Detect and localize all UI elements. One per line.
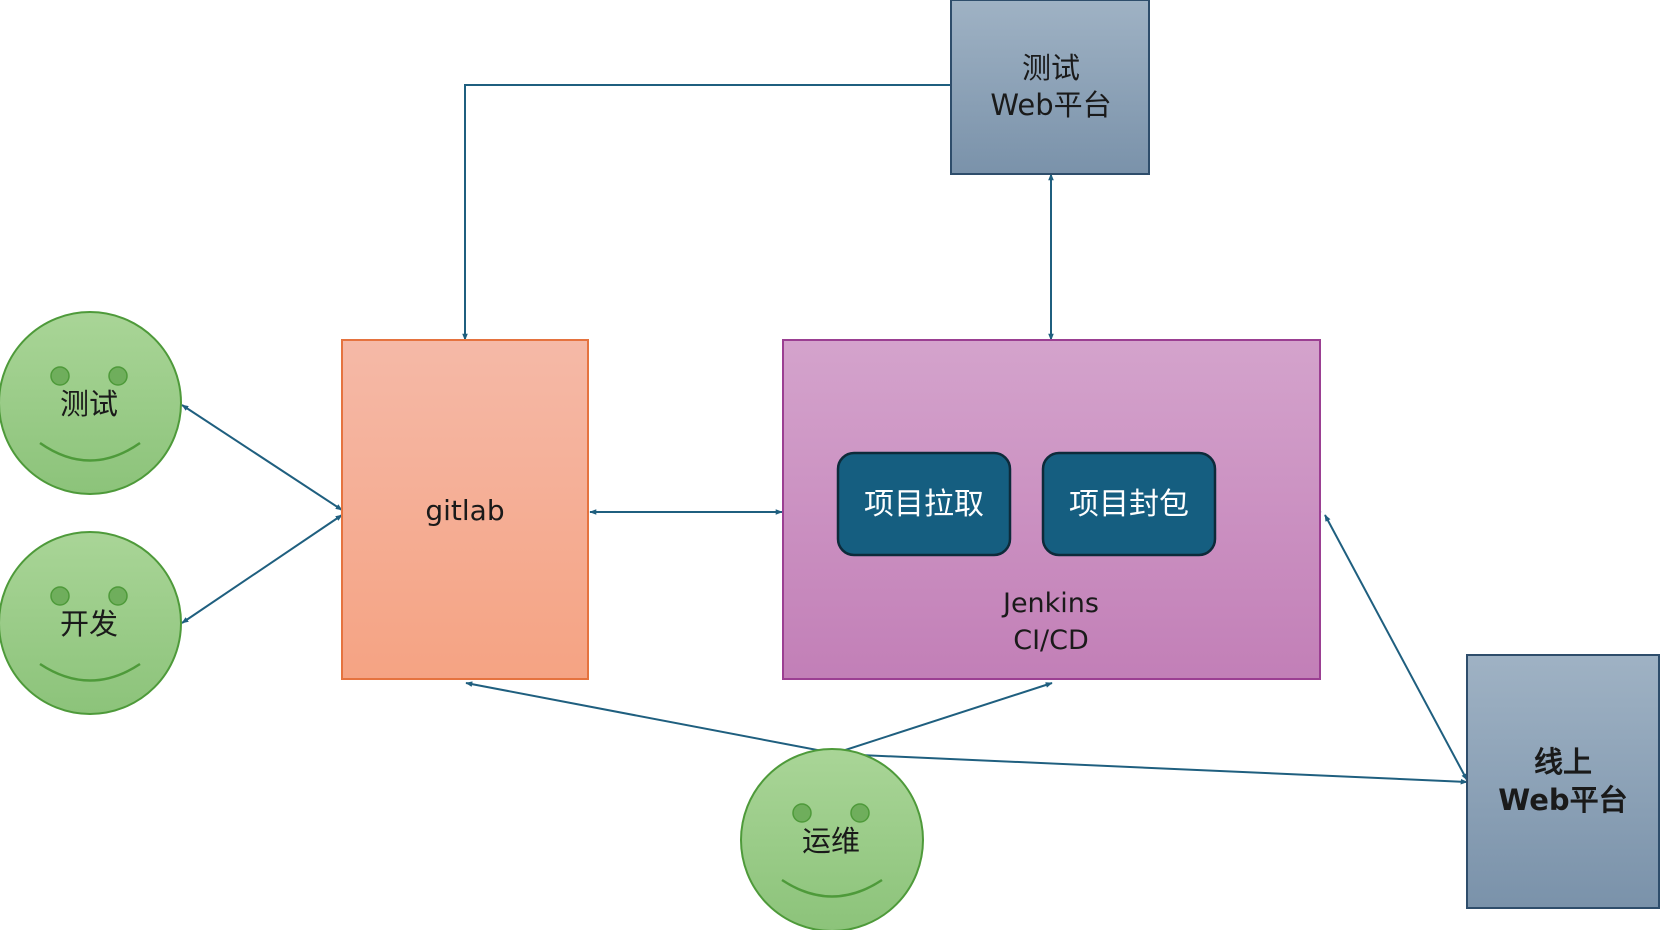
tester-smiley: 测试 (0, 311, 182, 495)
smiley-eye-left-icon (50, 366, 70, 386)
smiley-eye-right-icon (108, 586, 128, 606)
developer-label: 开发 (60, 607, 118, 641)
jenkins-label-line2: CI/CD (1013, 625, 1089, 656)
jenkins-label-line1: Jenkins (1001, 588, 1099, 619)
prod-web-platform-box: 线上 Web平台 (1466, 654, 1660, 909)
connector-jenkins-prodweb (1324, 514, 1468, 781)
smiley-eye-right-icon (108, 366, 128, 386)
test-web-platform-label-line2: Web平台 (990, 88, 1111, 122)
test-web-platform-label-line1: 测试 (1022, 51, 1080, 85)
test-web-platform-box: 测试 Web平台 (950, 0, 1150, 175)
smiley-eye-left-icon (50, 586, 70, 606)
prod-web-platform-label-line2: Web平台 (1498, 783, 1627, 817)
prod-web-platform-label-line1: 线上 (1534, 745, 1592, 779)
package-step-box: 项目封包 (1041, 451, 1217, 557)
developer-smiley: 开发 (0, 531, 182, 715)
gitlab-label: gitlab (425, 494, 504, 527)
connector-developer-gitlab (181, 514, 343, 624)
smiley-mouth-icon (781, 878, 883, 898)
connectors (181, 84, 1468, 785)
package-step-label: 项目封包 (1069, 487, 1189, 522)
smiley-eye-right-icon (850, 803, 870, 823)
pull-step-box: 项目拉取 (836, 451, 1012, 557)
smiley-mouth-icon (39, 662, 141, 682)
connector-gitlab-ops (465, 681, 834, 755)
gitlab-box: gitlab (341, 339, 589, 680)
connector-jenkins-ops (835, 682, 1053, 754)
smiley-eye-left-icon (792, 803, 812, 823)
connector-tester-gitlab (181, 404, 343, 511)
pull-step-label: 项目拉取 (864, 487, 984, 522)
ops-label: 运维 (802, 824, 860, 858)
ops-smiley: 运维 (740, 748, 924, 930)
smiley-mouth-icon (39, 441, 141, 462)
connector-testweb-gitlab (462, 84, 951, 341)
connector-ops-prodweb (837, 751, 1468, 785)
tester-label: 测试 (60, 387, 118, 421)
